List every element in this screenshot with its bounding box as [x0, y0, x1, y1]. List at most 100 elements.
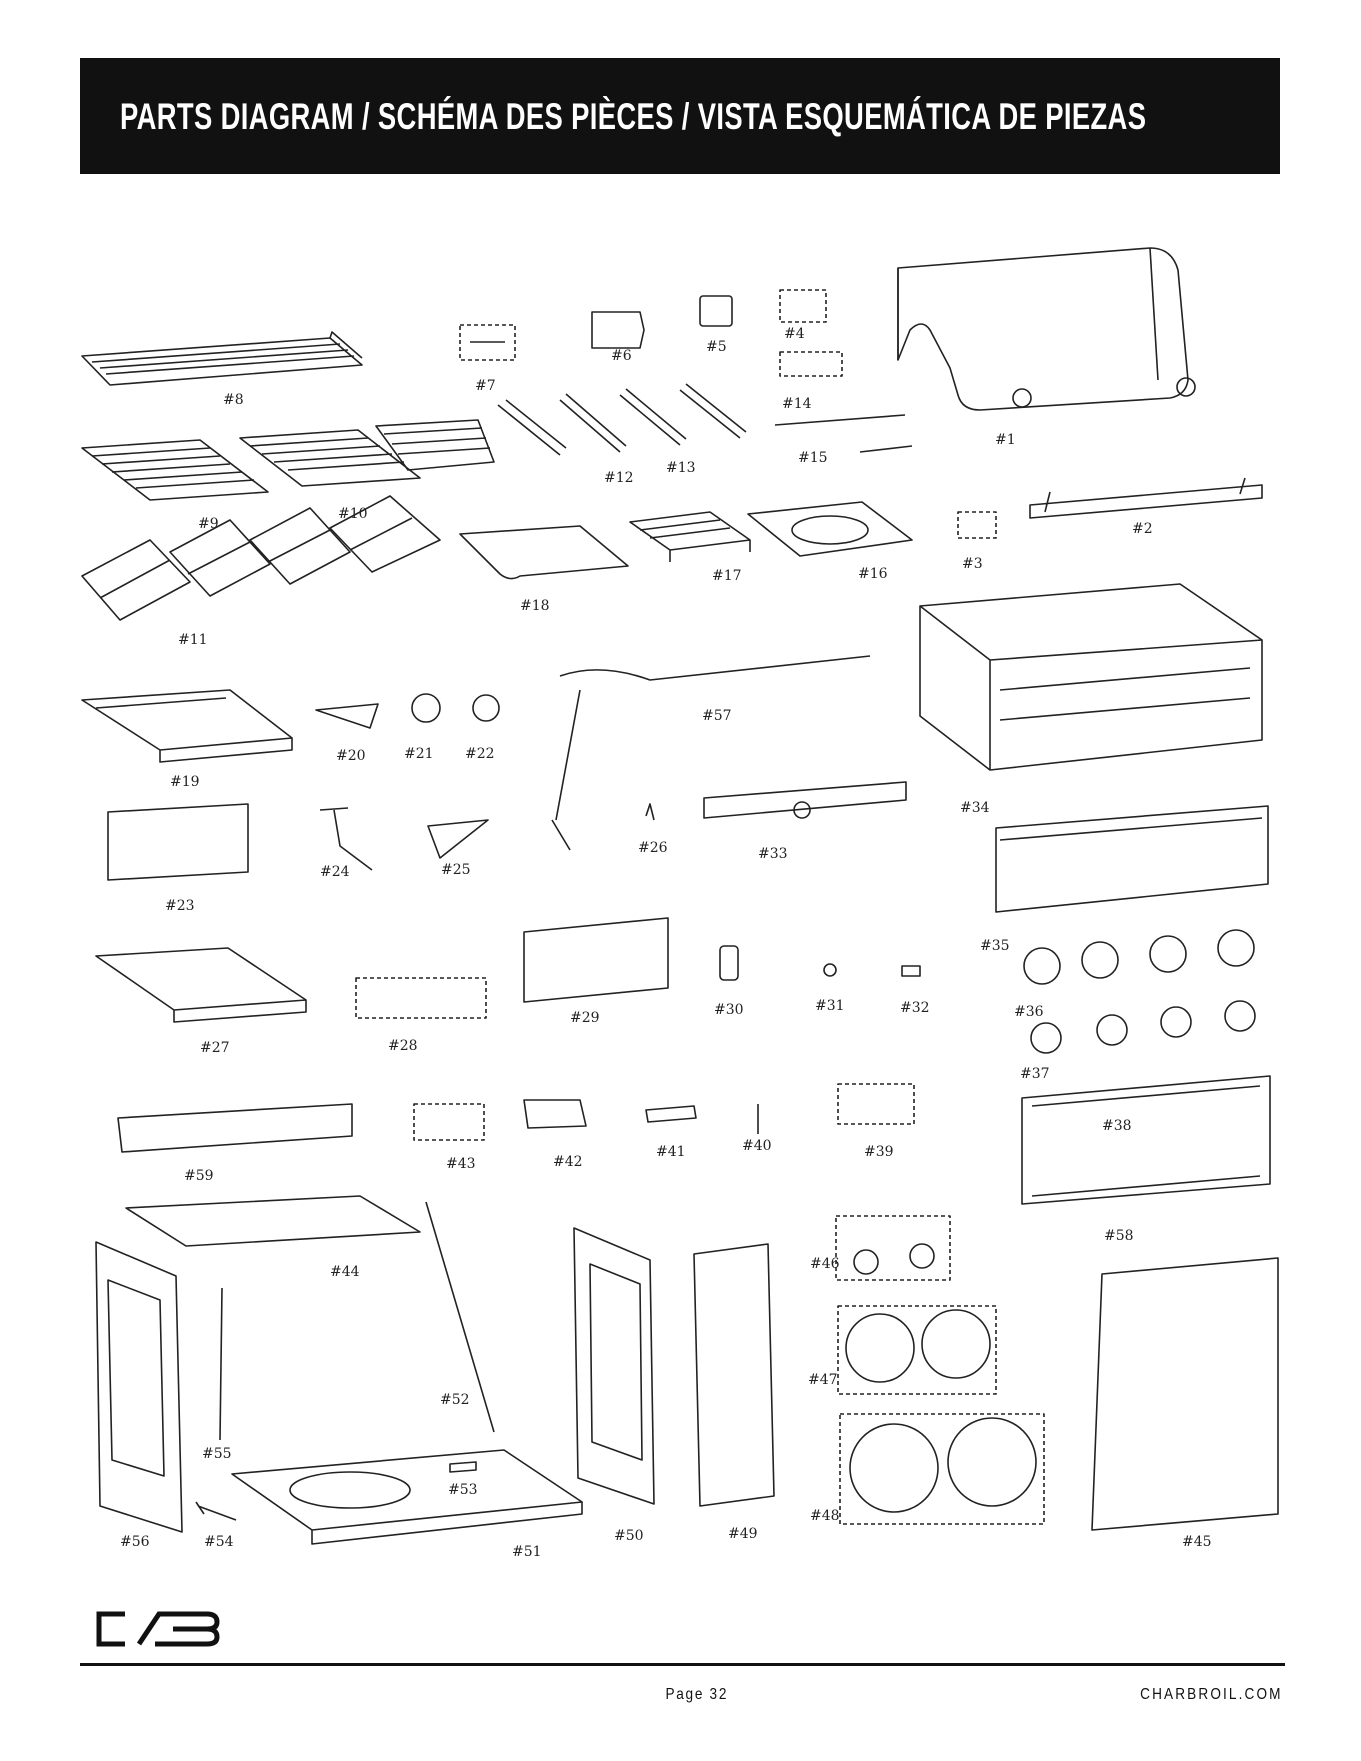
part-badge-drawing — [591, 311, 645, 349]
part-label-p2: #2 — [1132, 521, 1153, 537]
part-wire-drawing — [645, 803, 655, 821]
part-label-p42: #42 — [553, 1154, 583, 1170]
part-label-p6: #6 — [611, 348, 632, 364]
part-4-box-drawing — [779, 289, 827, 323]
part-label-p37: #37 — [1020, 1066, 1050, 1082]
part-label-p40: #40 — [742, 1138, 772, 1154]
part-panel-frame-drawing — [1021, 1075, 1271, 1205]
part-label-p25: #25 — [441, 862, 471, 878]
part-3-box-drawing — [957, 511, 997, 539]
part-label-p19: #19 — [170, 774, 200, 790]
part-door-drawing — [1091, 1257, 1279, 1531]
part-label-p41: #41 — [656, 1144, 686, 1160]
part-wheel2-drawing — [947, 1417, 1037, 1507]
part-label-p50: #50 — [614, 1528, 644, 1544]
footer-rule — [80, 1663, 1285, 1666]
part-label-p7: #7 — [475, 378, 496, 394]
part-clip2-drawing — [449, 1461, 477, 1473]
part-label-p39: #39 — [864, 1144, 894, 1160]
part-grease-cup-drawing — [523, 1099, 587, 1129]
part-label-p47: #47 — [808, 1372, 838, 1388]
part-label-p29: #29 — [570, 1010, 600, 1026]
part-label-p57: #57 — [702, 708, 732, 724]
part-label-p38: #38 — [1102, 1118, 1132, 1134]
part-14-box-drawing — [779, 351, 843, 377]
part-label-p4: #4 — [784, 326, 805, 342]
part-label-p1: #1 — [995, 432, 1016, 448]
part-heat-shield-hole-drawing — [793, 801, 811, 819]
part-button-drawing — [823, 963, 837, 977]
part-label-p58: #58 — [1104, 1228, 1134, 1244]
part-label-p26: #26 — [638, 840, 668, 856]
part-label-p3: #3 — [962, 556, 983, 572]
part-bolt-drawing — [195, 1501, 237, 1521]
part-label-p35: #35 — [980, 938, 1010, 954]
part-label-p20: #20 — [336, 748, 366, 764]
part-tank-rod-drawing — [425, 1201, 495, 1433]
part-control-panel-small-drawing — [107, 803, 249, 881]
part-label-p44: #44 — [330, 1264, 360, 1280]
part-label-p54: #54 — [204, 1534, 234, 1550]
part-46-box-drawing — [835, 1215, 951, 1281]
part-control-panel-drawing — [995, 805, 1269, 913]
part-clip-drawing — [901, 965, 921, 977]
part-label-p48: #48 — [810, 1508, 840, 1524]
part-label-p10: #10 — [338, 506, 368, 522]
part-rail-drawing — [117, 1103, 353, 1153]
part-label-p24: #24 — [320, 864, 350, 880]
part-ignitor-drawing — [719, 945, 739, 981]
part-label-p56: #56 — [120, 1534, 150, 1550]
part-caster2-drawing — [909, 1243, 935, 1269]
part-bezel-drawing — [411, 693, 441, 723]
part-label-p53: #53 — [448, 1482, 478, 1498]
part-label-p18: #18 — [520, 598, 550, 614]
part-rod-drawing — [219, 1287, 223, 1441]
part-bracket2-drawing — [427, 819, 489, 859]
part-label-p9: #9 — [198, 516, 219, 532]
part-bracket-drawing — [315, 703, 379, 729]
part-label-p23: #23 — [165, 898, 195, 914]
part-caster1-drawing — [853, 1249, 879, 1275]
part-label-p22: #22 — [465, 746, 495, 762]
part-frame-drawing — [81, 689, 293, 763]
part-label-p12: #12 — [604, 470, 634, 486]
part-label-p33: #33 — [758, 846, 788, 862]
part-rack-drawing — [629, 511, 751, 562]
part-label-p31: #31 — [815, 998, 845, 1014]
part-manifold-drawing — [551, 655, 871, 851]
part-wheel1-drawing — [849, 1423, 939, 1513]
part-handle-drawing — [1029, 477, 1263, 519]
part-label-p15: #15 — [798, 450, 828, 466]
part-label-p32: #32 — [900, 1000, 930, 1016]
part-label-p27: #27 — [200, 1040, 230, 1056]
part-41-drawing — [645, 1105, 697, 1123]
part-label-p43: #43 — [446, 1156, 476, 1172]
part-heat-bars-drawing — [774, 414, 913, 453]
part-label-p36: #36 — [1014, 1004, 1044, 1020]
part-label-p21: #21 — [404, 746, 434, 762]
part-label-p52: #52 — [440, 1392, 470, 1408]
part-flame-tamers-drawing — [81, 495, 441, 621]
part-label-p28: #28 — [388, 1038, 418, 1054]
part-label-p16: #16 — [858, 566, 888, 582]
part-burners-drawing — [459, 324, 747, 456]
part-label-p55: #55 — [202, 1446, 232, 1462]
part-side-burner-drawing — [319, 807, 373, 871]
part-47-box-drawing — [837, 1305, 997, 1395]
part-label-p51: #51 — [512, 1544, 542, 1560]
part-thermometer-drawing — [699, 295, 733, 327]
part-label-p11: #11 — [178, 632, 208, 648]
part-left-side-panel-drawing — [95, 1241, 183, 1533]
part-rear-panel-drawing — [523, 917, 669, 1003]
part-knob-set-drawing — [1023, 929, 1256, 1054]
part-label-p13: #13 — [666, 460, 696, 476]
header-banner: PARTS DIAGRAM / SCHÉMA DES PIÈCES / VIST… — [80, 58, 1280, 174]
page-number: Page 32 — [665, 1686, 729, 1703]
part-43-box-drawing — [413, 1103, 485, 1141]
website-url[interactable]: CHARBROIL.COM — [1140, 1686, 1283, 1703]
part-label-p14: #14 — [782, 396, 812, 412]
part-warming-rack-drawing — [81, 331, 363, 386]
part-lid-drawing — [897, 247, 1196, 411]
part-label-p59: #59 — [184, 1168, 214, 1184]
